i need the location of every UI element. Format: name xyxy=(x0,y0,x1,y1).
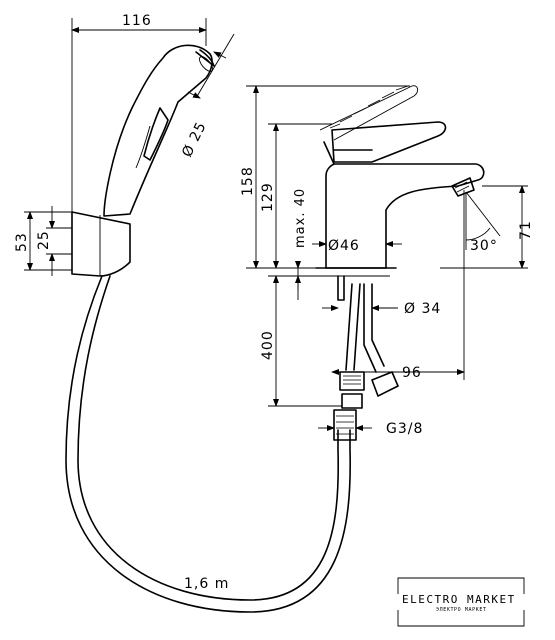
dim-body-diameter: Ø46 xyxy=(328,238,360,254)
dim-hand-shower-width: 116 xyxy=(122,13,152,29)
hand-shower xyxy=(103,44,215,217)
dim-holder-inner: 25 xyxy=(36,230,52,250)
watermark-title: ELECTRO MARKET xyxy=(402,593,516,606)
dim-max-height: max. 40 xyxy=(293,188,308,248)
basin-mixer xyxy=(315,85,485,441)
dim-height-spout: 129 xyxy=(260,182,276,212)
dim-spout-height: 71 xyxy=(518,220,534,240)
dim-hose-length: 1,6 m xyxy=(184,576,229,592)
dimension-lines xyxy=(24,18,528,431)
dim-height-total: 158 xyxy=(240,166,256,196)
watermark-logo: ELECTRO MARKET ЭЛЕКТРО МАРКЕТ xyxy=(397,577,525,627)
shower-hose xyxy=(65,275,351,613)
dim-hole-diameter: Ø 34 xyxy=(404,301,441,317)
dim-spout-reach: 96 xyxy=(402,365,422,381)
dim-thread: G3/8 xyxy=(386,421,423,437)
dim-hand-shower-diameter: Ø 25 xyxy=(179,119,210,160)
wall-holder xyxy=(71,211,131,277)
dim-holder-height: 53 xyxy=(14,232,30,252)
dim-hose-drop: 400 xyxy=(260,330,276,360)
watermark-subtitle: ЭЛЕКТРО МАРКЕТ xyxy=(436,607,487,613)
dim-spout-angle: 30° xyxy=(470,238,498,254)
